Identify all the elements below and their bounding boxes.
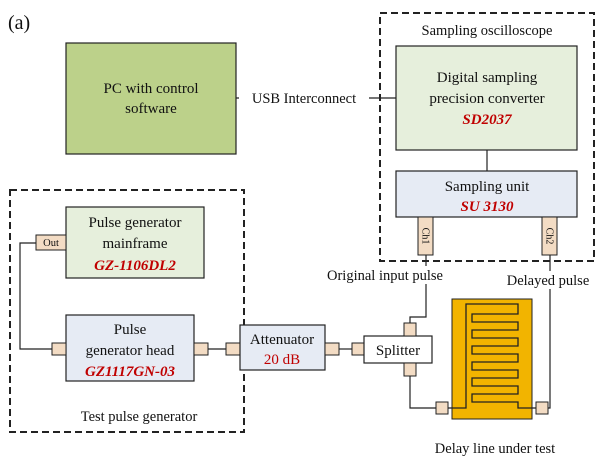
pc-label-line2: software	[125, 101, 177, 117]
delay-input-connector	[435, 401, 449, 415]
converter-model: SD2037	[462, 112, 512, 128]
mainframe-label-line2: mainframe	[103, 236, 168, 252]
converter-label-line2: precision converter	[429, 91, 544, 107]
delay-output-connector	[535, 401, 549, 415]
delayed-pulse-label-bg	[498, 271, 598, 289]
ch1-label: Ch1	[420, 228, 431, 245]
delay-line-meander	[448, 303, 536, 409]
attenuator-label: Attenuator	[250, 332, 314, 348]
usb-label-bg	[239, 89, 369, 107]
splitter-top-connector	[403, 322, 417, 337]
panel-label: (a)	[8, 12, 30, 34]
splitter-input-connector	[351, 342, 365, 356]
attenuator-output-connector	[324, 342, 340, 356]
attenuator-value: 20 dB	[264, 352, 300, 368]
head-output-connector	[193, 342, 209, 356]
mainframe-model: GZ-1106DL2	[94, 258, 176, 274]
pc-label-line1: PC with control	[103, 81, 198, 97]
pulse-generator-frame	[9, 189, 245, 433]
mainframe-label-line1: Pulse generator	[89, 215, 182, 231]
attenuator-input-connector	[225, 342, 241, 356]
sampling-unit-label: Sampling unit	[445, 179, 530, 195]
splitter-label: Splitter	[376, 343, 420, 359]
delay-line-label: Delay line under test	[435, 441, 555, 457]
sampling-unit-model: SU 3130	[461, 199, 514, 215]
sampling-unit-box	[395, 170, 578, 218]
head-label-line2: generator head	[86, 343, 175, 359]
delay-ch2-cable	[548, 255, 551, 409]
ch2-label: Ch2	[544, 228, 555, 245]
pulse-generator-title: Test pulse generator	[81, 409, 198, 425]
mainframe-box	[65, 206, 205, 279]
pc-box	[65, 42, 237, 155]
attenuator-box	[239, 324, 326, 371]
delayed-pulse-label: Delayed pulse	[507, 273, 590, 289]
delay-line-substrate	[451, 298, 533, 420]
usb-label: USB Interconnect	[252, 91, 356, 107]
head-box	[65, 314, 195, 382]
original-pulse-label: Original input pulse	[327, 268, 443, 284]
original-pulse-label-bg	[312, 266, 458, 284]
converter-box	[395, 45, 578, 151]
head-input-connector	[51, 342, 67, 356]
out-label: Out	[43, 238, 59, 249]
head-model: GZ1117GN-03	[85, 364, 176, 380]
oscilloscope-title: Sampling oscilloscope	[422, 23, 553, 39]
splitter-bottom-connector	[403, 362, 417, 377]
converter-label-line1: Digital sampling	[437, 70, 538, 86]
head-label-line1: Pulse	[114, 322, 147, 338]
splitter-box	[363, 335, 433, 364]
splitter-ch1-cable	[409, 255, 427, 323]
splitter-delay-cable	[409, 376, 436, 409]
mainframe-head-cable	[19, 242, 52, 350]
